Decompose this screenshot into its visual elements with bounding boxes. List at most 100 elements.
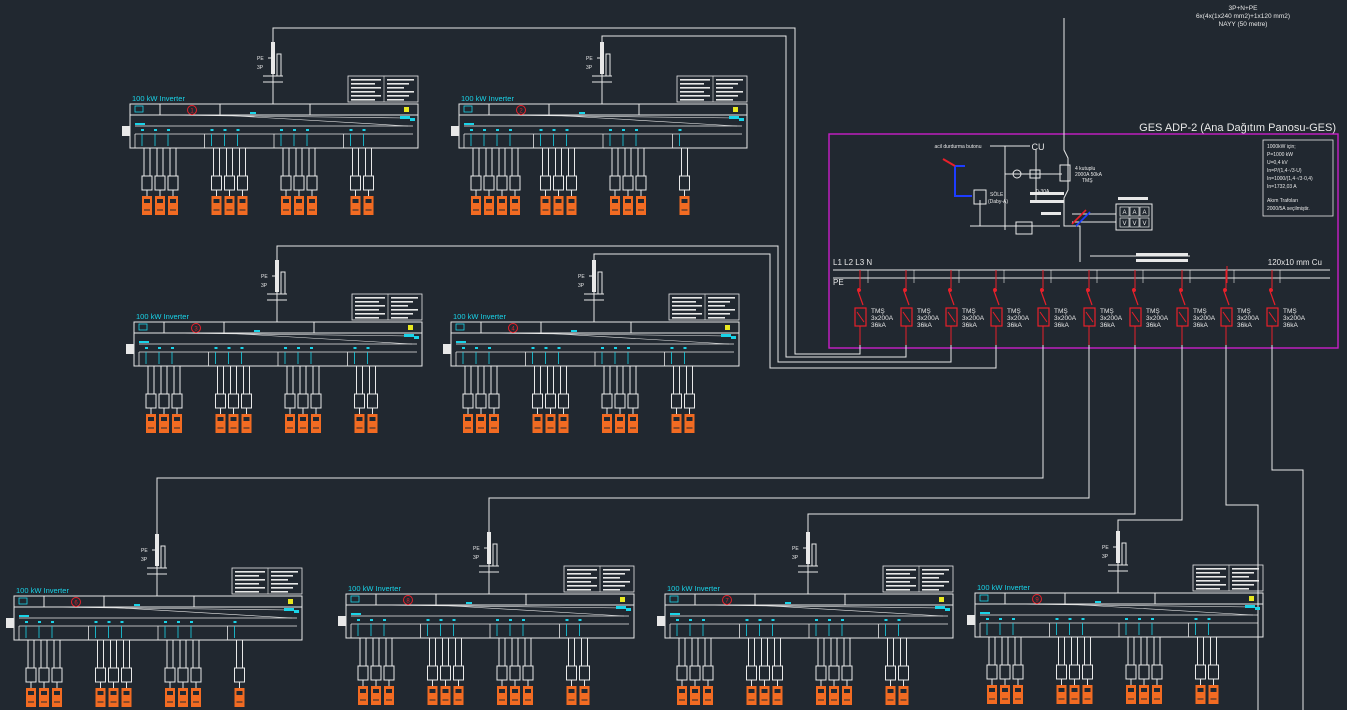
pv-module-cell: [512, 199, 518, 203]
pv-module: [1195, 685, 1206, 704]
string-fuse: [897, 619, 901, 621]
string-fuse: [828, 619, 831, 621]
pv-module: [463, 414, 473, 433]
string-junction: [350, 175, 361, 191]
string-junction: [190, 667, 202, 683]
string-fuse: [488, 347, 491, 349]
pv-module: [703, 686, 713, 705]
pv-module: [453, 686, 464, 705]
string-fuse: [51, 621, 54, 623]
string-fuse: [999, 618, 1002, 620]
table-line: [271, 579, 288, 581]
table-line: [387, 83, 409, 85]
string-fuse: [280, 129, 283, 131]
string-fuse: [223, 129, 227, 131]
table-line: [1196, 584, 1226, 586]
breaker-label: 36kA: [1237, 322, 1252, 329]
pv-module-cell: [499, 689, 505, 693]
table-line: [1232, 584, 1254, 586]
string-junction: [211, 175, 222, 191]
pv-module: [237, 196, 248, 215]
string-junction: [545, 393, 556, 409]
breaker-label: 3x200A: [1007, 315, 1030, 322]
table-line: [672, 317, 696, 319]
string-junction: [999, 664, 1011, 680]
pv-module-cell: [491, 417, 497, 421]
string-fuse: [557, 347, 561, 349]
string-fuse: [362, 129, 366, 131]
string-fuse: [683, 347, 687, 349]
string-junction: [1056, 664, 1067, 680]
calc-line: In=P/(1,4·√3·U): [1267, 167, 1302, 174]
main-breaker-label-3: TMŞ: [1082, 178, 1093, 184]
meter-cell: [1119, 217, 1130, 228]
pv-module: [1069, 685, 1080, 704]
string-junction: [986, 664, 998, 680]
string-junction: [383, 665, 395, 681]
inverter-number: 6: [74, 601, 78, 607]
pe-label: PE: [792, 546, 799, 552]
table-line: [603, 589, 620, 591]
table-line: [603, 573, 625, 575]
pv-module-cell: [365, 199, 372, 203]
pv-module-cell: [473, 199, 479, 203]
pv-module: [510, 196, 520, 215]
table-line: [922, 589, 939, 591]
pv-module: [484, 196, 494, 215]
table-line: [886, 569, 916, 571]
string-junction: [898, 665, 909, 681]
phase-label: 3P: [1102, 554, 1109, 560]
string-junction: [1082, 664, 1093, 680]
string-fuse: [1138, 618, 1141, 620]
string-junction: [171, 393, 183, 409]
string-junction: [475, 393, 487, 409]
cyan-mark: [785, 602, 791, 604]
info-table: [882, 565, 954, 593]
pv-module: [172, 414, 182, 433]
table-line: [708, 309, 735, 311]
meter-cell-label: A: [1122, 210, 1126, 216]
pv-module-cell: [534, 417, 541, 421]
phase-label: 3P: [792, 555, 799, 561]
string-fuse: [509, 619, 512, 621]
inverter-label: 100 kW Inverter: [453, 312, 506, 321]
ac-cable: [807, 345, 1136, 534]
table-line: [355, 297, 385, 299]
pv-module-cell: [555, 199, 562, 203]
pv-module-cell: [831, 689, 837, 693]
table-line: [1232, 572, 1254, 574]
table-line: [672, 297, 702, 299]
table-line: [387, 79, 414, 81]
string-fuse: [531, 347, 535, 349]
ac-cable: [593, 253, 997, 369]
string-fuse: [470, 129, 473, 131]
inverter-side-block: [967, 615, 975, 625]
cyan-mark: [935, 606, 945, 609]
string-fuse: [158, 347, 161, 349]
table-line: [672, 301, 696, 303]
string-fuse: [1151, 618, 1154, 620]
ac-output-icon: [410, 118, 415, 121]
ac-cable: [272, 27, 861, 355]
string-junction: [25, 667, 37, 683]
pv-module: [615, 414, 625, 433]
string-junction: [759, 665, 770, 681]
ac-output-icon: [626, 608, 631, 611]
string-junction: [121, 667, 132, 683]
table-line: [235, 591, 259, 593]
pv-module: [610, 196, 620, 215]
warning-icon: [939, 597, 944, 602]
inverter-side-block: [122, 126, 130, 136]
inverter-label: 100 kW Inverter: [16, 586, 69, 595]
cyan-mark: [616, 606, 626, 609]
pv-module: [350, 196, 361, 215]
table-line: [271, 591, 288, 593]
pv-module: [294, 196, 304, 215]
pv-module-cell: [1071, 688, 1078, 692]
string-junction: [671, 393, 682, 409]
dc-input-icon: [455, 323, 465, 331]
table-line: [271, 587, 293, 589]
